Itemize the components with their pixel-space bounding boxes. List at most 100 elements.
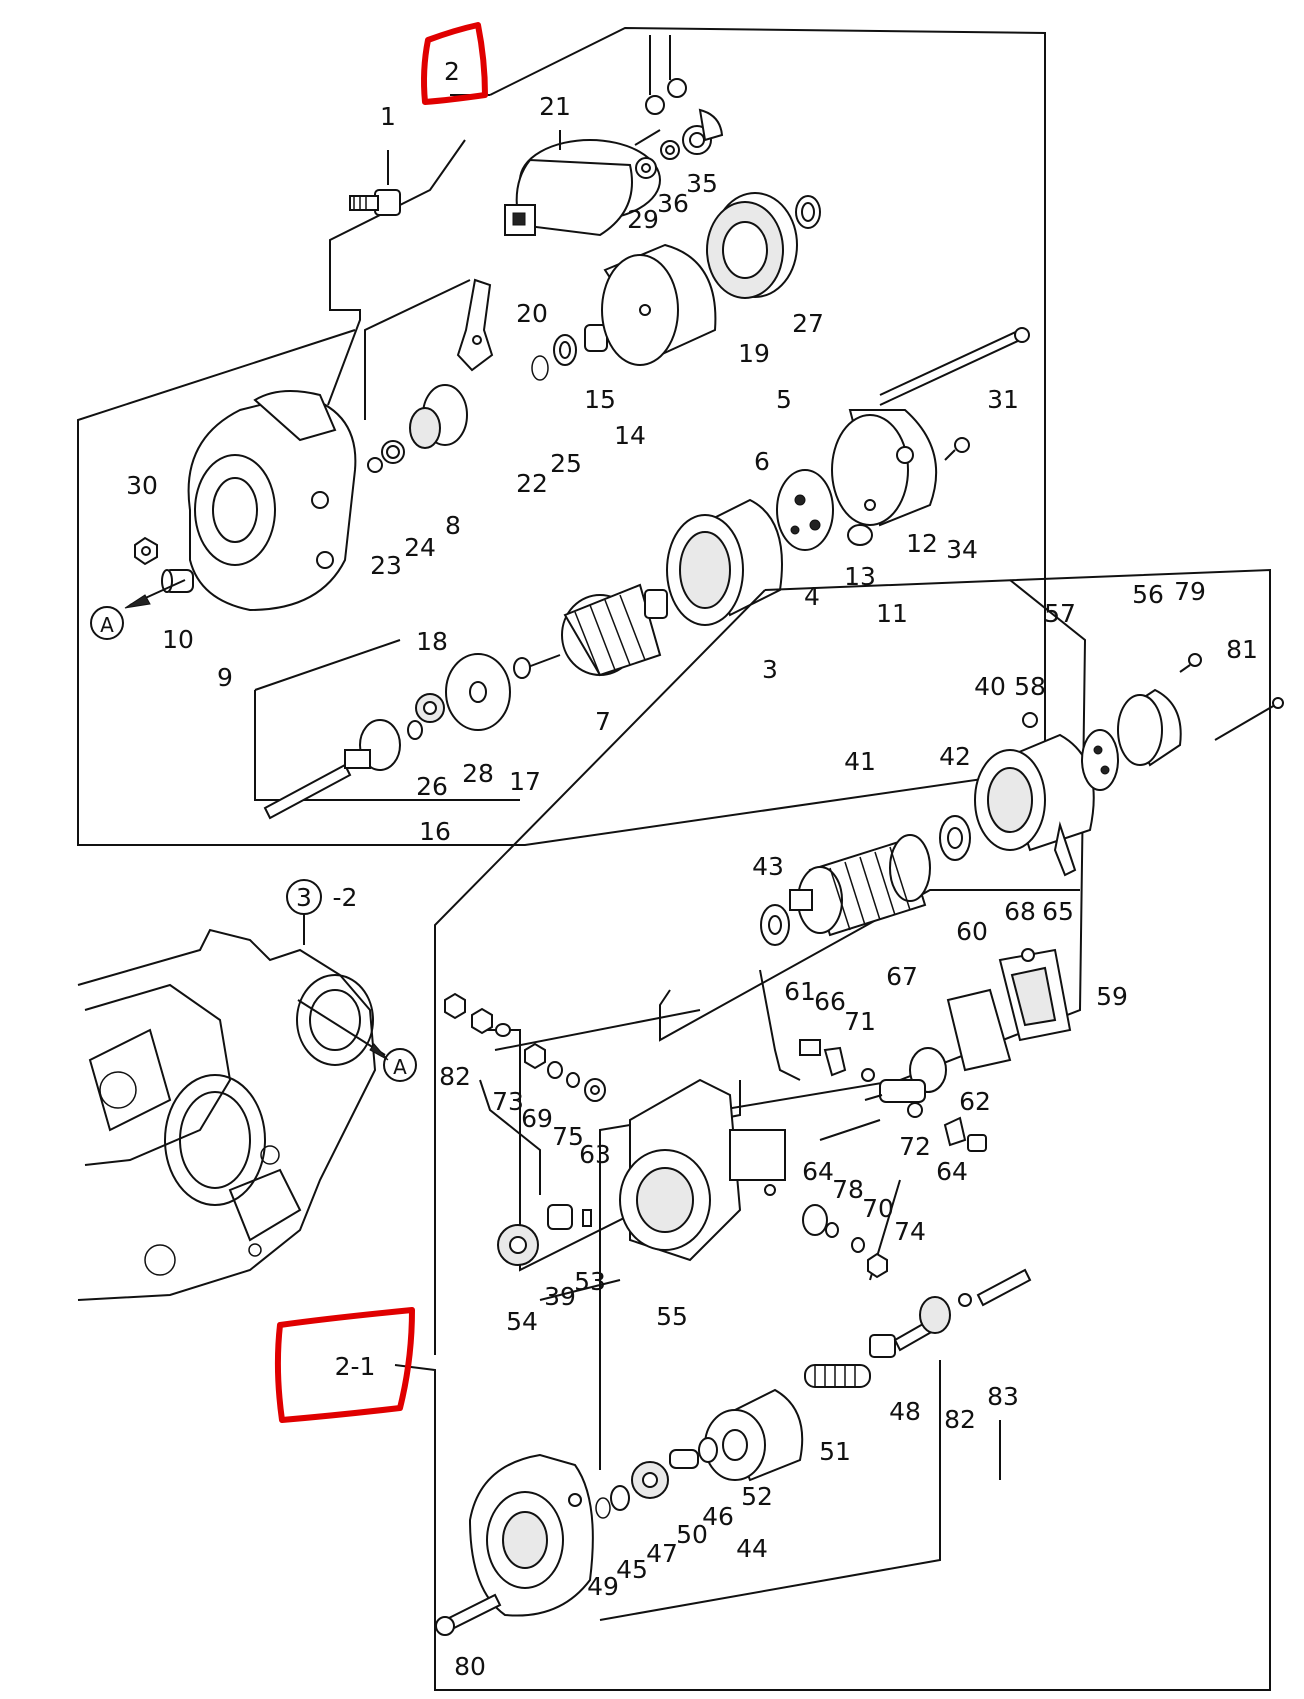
end-frame-11-icon — [831, 409, 938, 527]
part-label-58: 60 — [956, 917, 988, 946]
washer-68-icon — [547, 1061, 563, 1079]
spring-49-icon — [804, 1364, 871, 1388]
part-label-59: 61 — [784, 977, 816, 1006]
group-label-lower: 2-1 — [335, 1352, 376, 1381]
part-label-38: 40 — [974, 672, 1006, 701]
rear-housing-icon — [468, 1453, 594, 1617]
part-label-6: 6 — [754, 447, 770, 476]
washer-26-icon — [407, 720, 423, 740]
part-label-71: 72 — [899, 1132, 931, 1161]
upper-parts — [124, 35, 1030, 820]
part-label-68: 69 — [521, 1104, 553, 1133]
washer-27-icon — [795, 195, 821, 229]
part-label-74: 75 — [552, 1122, 584, 1151]
through-bolt-80-icon — [1214, 697, 1284, 741]
part-label-15: 15 — [584, 385, 616, 414]
part-label-49: 51 — [819, 1437, 851, 1466]
yoke-38-icon — [974, 733, 1095, 877]
lower-parts — [369, 653, 1284, 1636]
engine-ref-callout — [286, 879, 322, 945]
part-label-10: 10 — [162, 625, 194, 654]
part-label-62: 64 — [802, 1157, 834, 1186]
part-label-60: 62 — [959, 1087, 991, 1116]
part-label-20: 20 — [516, 299, 548, 328]
armature-7-icon — [519, 583, 668, 677]
part-label-13: 13 — [844, 562, 876, 591]
spring-48-icon — [669, 1449, 699, 1469]
ring-44-icon — [698, 1437, 718, 1463]
ball-82-icon — [958, 1293, 972, 1307]
part-label-18: 18 — [416, 627, 448, 656]
plunger-66-icon — [864, 1047, 947, 1103]
bolt-1-icon — [349, 150, 401, 216]
part-label-79: 80 — [454, 1652, 486, 1681]
nut-61-icon — [584, 1078, 606, 1102]
bushing-17-icon — [513, 657, 531, 679]
gear-18-icon — [415, 693, 445, 723]
group-label-upper: 2 — [444, 57, 460, 86]
part-label-46: 48 — [889, 1397, 921, 1426]
cover-63-icon — [998, 948, 1072, 1042]
washer-25-icon — [553, 334, 577, 366]
part-label-81: 82 — [439, 1062, 471, 1091]
engine-housing — [77, 928, 386, 1301]
washer-75-icon — [825, 1222, 839, 1238]
nut-30-icon — [134, 536, 158, 566]
part-label-63: 65 — [1042, 897, 1074, 926]
part-label-80: 81 — [1226, 635, 1258, 664]
part-label-11: 11 — [876, 599, 908, 628]
washer-69-icon — [851, 1237, 865, 1253]
part-label-69: 70 — [862, 1194, 894, 1223]
pin-51-icon — [582, 1209, 592, 1227]
bearing-40-icon — [939, 815, 971, 861]
highlight-box-lower — [274, 1307, 415, 1423]
bearing-41-icon — [760, 904, 790, 946]
part-label-14: 14 — [614, 421, 646, 450]
part-label-55: 57 — [1044, 599, 1076, 628]
pinion-52-icon — [497, 1224, 539, 1266]
part-label-9: 9 — [217, 663, 233, 692]
part-label-28: 28 — [462, 759, 494, 788]
part-label-3: 3 — [762, 655, 778, 684]
part-label-66: 67 — [886, 962, 918, 991]
part-label-53: 55 — [656, 1302, 688, 1331]
part-label-54: 56 — [1132, 580, 1164, 609]
screw-78-icon — [1179, 653, 1202, 673]
screw-70-icon — [861, 1068, 875, 1082]
lower-assembly-frame — [394, 568, 1271, 1691]
part-label-50: 52 — [741, 1482, 773, 1511]
through-bolt-31-icon — [879, 327, 1030, 406]
svg-text:A: A — [100, 613, 114, 637]
part-label-36: 36 — [657, 189, 689, 218]
part-label-42: 44 — [736, 1534, 768, 1563]
spring-83-icon — [976, 1268, 1032, 1307]
highlight-box-upper — [421, 22, 488, 105]
part-label-72: 73 — [492, 1087, 524, 1116]
part-label-19: 19 — [738, 339, 770, 368]
grommet-13-icon — [847, 524, 873, 546]
gasket-58-icon — [946, 988, 1012, 1072]
part-label-83: 83 — [987, 1382, 1019, 1411]
part-label-23: 23 — [370, 551, 402, 580]
part-label-22: 22 — [516, 469, 548, 498]
part-label-4: 4 — [804, 582, 820, 611]
part-label-44: 46 — [702, 1502, 734, 1531]
part-label-45: 47 — [646, 1539, 678, 1568]
plate-28-icon — [445, 653, 511, 731]
part-label-67: 68 — [1004, 897, 1036, 926]
part-label-24: 24 — [404, 533, 436, 562]
collar-37-icon — [547, 1204, 573, 1230]
part-label-8: 8 — [445, 511, 461, 540]
cap-56-icon — [1022, 712, 1038, 728]
armature-39-icon — [789, 834, 931, 937]
terminal-64-icon — [943, 1116, 967, 1147]
clip-65-icon — [823, 1046, 847, 1077]
part-label-12: 12 — [906, 529, 938, 558]
part-label-47: 49 — [587, 1572, 619, 1601]
brush-holder-6-icon — [776, 469, 834, 551]
part-label-51: 53 — [574, 1267, 606, 1296]
svg-text:A: A — [393, 1055, 407, 1079]
ring-43-icon — [610, 1485, 630, 1511]
part-label-25: 25 — [550, 449, 582, 478]
